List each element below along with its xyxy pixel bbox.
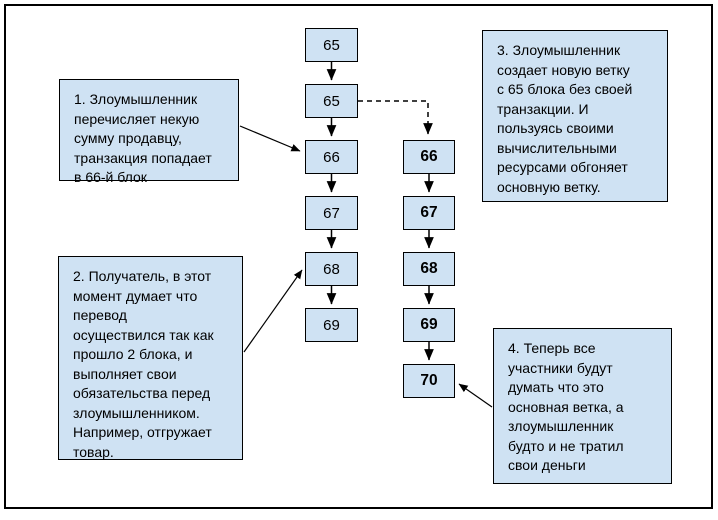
fork-block-70: 70 [403,364,455,398]
main-block-65a: 65 [305,28,358,62]
annotation-box-3: 3. Злоумышленник создает новую ветку с 6… [482,30,668,202]
main-block-68: 68 [305,252,358,286]
main-block-66: 66 [305,140,358,174]
annotation-box-4: 4. Теперь все участники будут думать что… [493,328,672,484]
fork-block-69: 69 [403,308,455,342]
fork-block-66: 66 [403,140,455,174]
main-block-67: 67 [305,196,358,230]
outer-frame [4,4,713,509]
annotation-box-2: 2. Получатель, в этот момент думает что … [58,256,243,460]
fork-block-67: 67 [403,196,455,230]
fork-block-68: 68 [403,252,455,286]
main-block-65b: 65 [305,84,358,118]
annotation-box-1: 1. Злоумышленник перечисляет некую сумму… [59,79,239,185]
main-block-69: 69 [305,308,358,342]
